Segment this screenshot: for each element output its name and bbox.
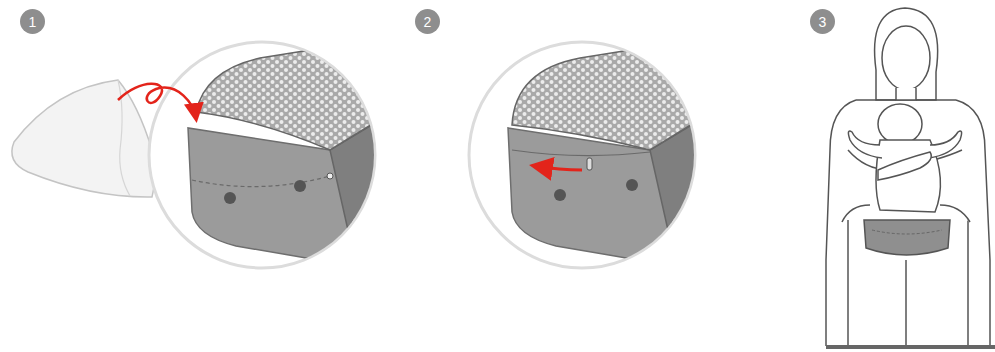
- parent-and-baby: [826, 8, 990, 346]
- step-label: 2: [424, 14, 432, 30]
- seat-insert: [12, 80, 155, 197]
- step-number: 1: [20, 9, 45, 34]
- hip-seat-detail: [188, 42, 385, 262]
- zip-arrow: [535, 166, 582, 170]
- step-label: 3: [819, 14, 827, 30]
- step-number: 3: [810, 9, 835, 34]
- step-label: 1: [29, 14, 37, 30]
- insert-arrow: [118, 84, 196, 118]
- floor-line: [826, 345, 995, 349]
- step-number: 2: [415, 9, 440, 34]
- hip-seat: [864, 220, 950, 255]
- hip-seat-detail: [508, 42, 705, 262]
